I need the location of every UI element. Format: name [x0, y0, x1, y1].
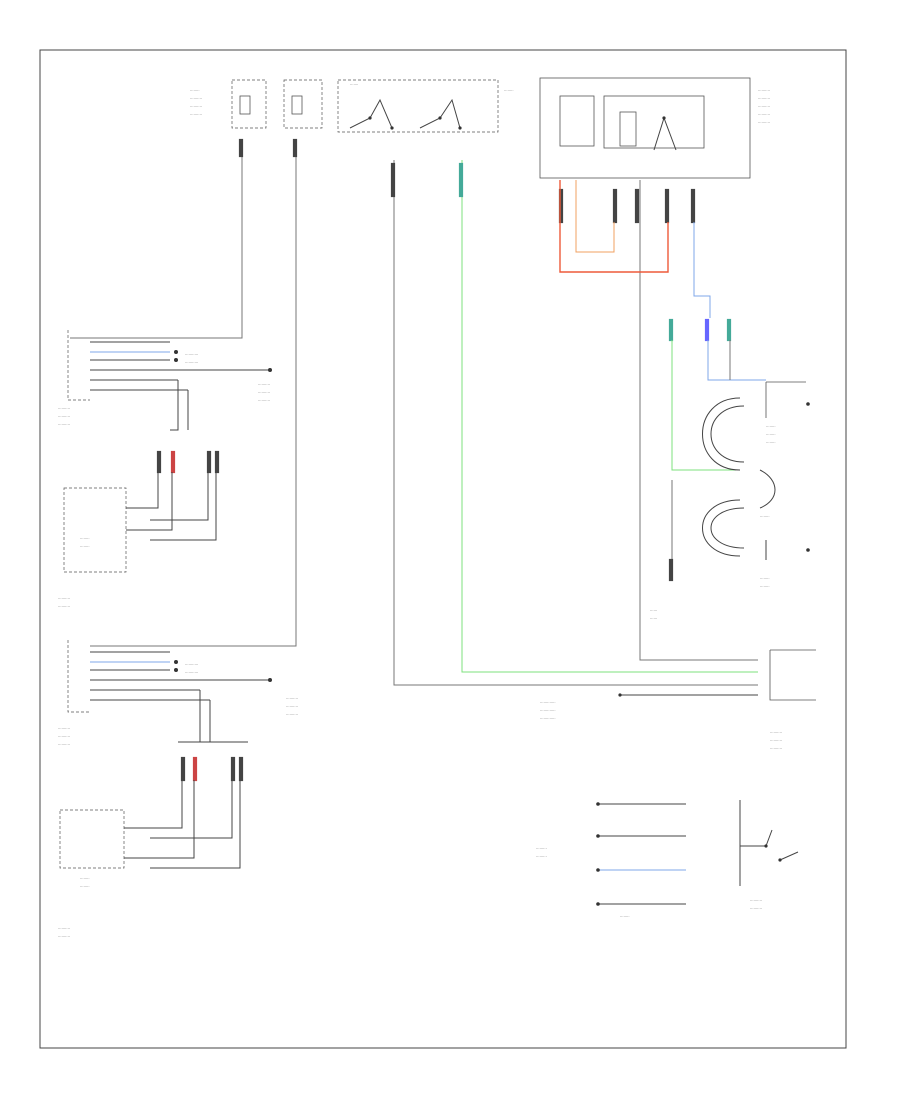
- svg-text:········: ········: [80, 877, 90, 881]
- diagram-frame: [39, 49, 847, 1049]
- svg-text:··········: ··········: [770, 739, 782, 743]
- svg-text:··········: ··········: [58, 743, 70, 747]
- passenger-door-module: ··········· ··········· ·········· ·····…: [58, 640, 298, 747]
- central-electronic-module: ············· ············· ············…: [540, 649, 816, 751]
- svg-text:··········: ··········: [190, 105, 202, 109]
- pdb-output-wires: [558, 180, 711, 318]
- svg-text:··········: ··········: [190, 97, 202, 101]
- connector-c2: [292, 138, 298, 158]
- svg-text:··········: ··········: [750, 899, 762, 903]
- door-ajar-switch-connectors: ········· ········· ········: [536, 802, 686, 919]
- svg-text:········: ········: [190, 89, 200, 93]
- svg-text:········: ········: [80, 537, 90, 541]
- left-rear-door-switch: ········ ········ ········: [702, 381, 810, 471]
- svg-text:··········: ··········: [58, 605, 70, 609]
- svg-text:·············: ·············: [540, 709, 556, 713]
- svg-text:·············: ·············: [540, 701, 556, 705]
- passenger-door-lock-actuator: ········ ········ ·········· ··········: [58, 690, 248, 939]
- wire-fuse-right: [90, 140, 297, 647]
- svg-text:·······: ·······: [350, 83, 358, 87]
- svg-text:··········: ··········: [286, 705, 298, 709]
- svg-text:··········: ··········: [758, 97, 770, 101]
- svg-text:··········: ··········: [58, 407, 70, 411]
- svg-text:········: ········: [620, 915, 630, 919]
- right-rear-door-switch: ········ ········ ········: [702, 469, 810, 589]
- driver-door-ajar-switch: ·········· ··········: [739, 800, 799, 911]
- svg-text:··········: ··········: [758, 89, 770, 93]
- svg-text:········: ········: [766, 425, 776, 429]
- svg-text:··········: ··········: [58, 935, 70, 939]
- svg-text:··········: ··········: [286, 697, 298, 701]
- svg-text:··········: ··········: [758, 121, 770, 125]
- ignition-relay: ······· ········: [337, 79, 514, 133]
- svg-text:········: ········: [80, 545, 90, 549]
- driver-door-lock-actuator: ········ ········ ·········· ··········: [58, 380, 220, 609]
- svg-text:··········: ··········: [58, 597, 70, 601]
- svg-text:···········: ···········: [185, 361, 198, 365]
- connector-c4: [458, 162, 464, 198]
- svg-text:··········: ··········: [258, 391, 270, 395]
- svg-text:········: ········: [760, 585, 770, 589]
- ground-point: ······ ······: [650, 480, 674, 621]
- connector-c1: [238, 138, 244, 158]
- fuse-block-left: ········ ·········· ·········· ·········…: [190, 79, 323, 129]
- svg-text:········: ········: [80, 885, 90, 889]
- svg-text:··········: ··········: [58, 927, 70, 931]
- driver-door-module: ··········· ··········· ·········· ·····…: [58, 330, 272, 427]
- svg-text:···········: ···········: [185, 663, 198, 667]
- svg-text:··········: ··········: [770, 731, 782, 735]
- power-distribution-box: ·········· ·········· ·········· ·······…: [539, 77, 770, 179]
- svg-text:······: ······: [650, 617, 657, 621]
- svg-text:·········: ·········: [536, 847, 547, 851]
- svg-text:········: ········: [504, 89, 514, 93]
- wire-fuse-left: [70, 140, 243, 339]
- svg-text:··········: ··········: [190, 113, 202, 117]
- svg-text:········: ········: [766, 433, 776, 437]
- svg-text:··········: ··········: [286, 713, 298, 717]
- wire-pdb-gray: [639, 180, 758, 661]
- svg-text:········: ········: [766, 441, 776, 445]
- rear-connectors: [668, 318, 766, 471]
- svg-text:··········: ··········: [770, 747, 782, 751]
- svg-text:······: ······: [650, 609, 657, 613]
- svg-text:········: ········: [760, 577, 770, 581]
- wire-relay-left: [393, 160, 758, 686]
- svg-text:··········: ··········: [58, 735, 70, 739]
- svg-text:···········: ···········: [185, 671, 198, 675]
- svg-text:··········: ··········: [58, 415, 70, 419]
- svg-text:··········: ··········: [758, 105, 770, 109]
- connector-c3: [390, 162, 396, 198]
- svg-text:··········: ··········: [58, 727, 70, 731]
- svg-text:··········: ··········: [58, 423, 70, 427]
- svg-text:··········: ··········: [750, 907, 762, 911]
- svg-text:·········: ·········: [536, 855, 547, 859]
- svg-text:··········: ··········: [258, 399, 270, 403]
- wire-relay-right: [461, 160, 758, 673]
- svg-text:···········: ···········: [185, 353, 198, 357]
- svg-text:··········: ··········: [758, 113, 770, 117]
- svg-text:········: ········: [760, 515, 770, 519]
- svg-text:·············: ·············: [540, 717, 556, 721]
- svg-text:··········: ··········: [258, 383, 270, 387]
